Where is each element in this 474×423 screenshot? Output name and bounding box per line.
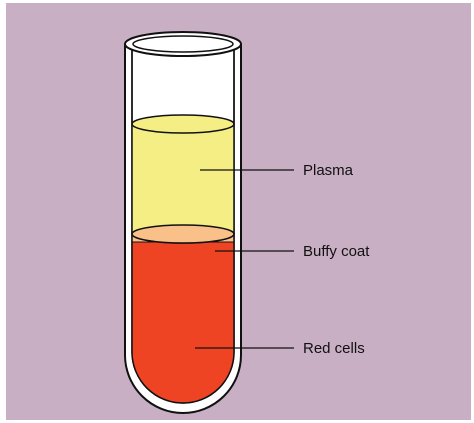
- buffy-coat-label: Buffy coat: [303, 243, 370, 260]
- plasma-label: Plasma: [303, 162, 354, 179]
- plasma-surface: [132, 115, 234, 133]
- buffy-coat-top: [132, 225, 234, 243]
- tube-rim-inner: [133, 36, 233, 52]
- red-cells-layer: [132, 238, 234, 403]
- red-cells-label: Red cells: [303, 340, 365, 357]
